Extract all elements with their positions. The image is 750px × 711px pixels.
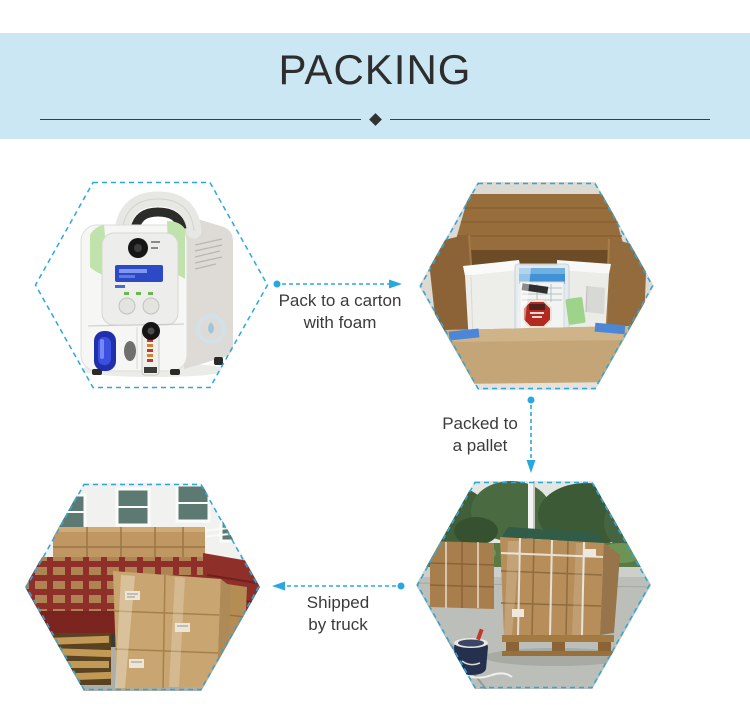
caption-line: with foam [303,313,377,332]
arrow-right-icon [273,279,402,289]
photo-carton-with-foam [419,182,654,390]
diamond-icon [368,113,382,126]
caption-line: Shipped [306,593,370,612]
photo-pallet-of-cartons [416,481,651,689]
caption-line: Packed to [442,414,518,433]
divider-line-right [389,119,710,120]
title-divider [40,113,710,126]
caption-line: by truck [308,615,368,634]
caption-packed-to-pallet: Packed to a pallet [428,413,532,457]
section-banner: PACKING [0,33,750,139]
arrow-down-icon [526,396,536,473]
caption-line: Pack to a carton [278,291,402,310]
packing-flow: Pack to a carton with foam Packed to a p… [0,139,750,711]
page-title: PACKING [278,46,472,93]
divider-line-left [40,119,361,120]
photo-truck-loading [25,483,260,691]
arrow-left-icon [272,581,405,591]
photo-oxygen-concentrator [34,181,269,389]
caption-line: a pallet [452,436,508,455]
caption-shipped-by-truck: Shipped by truck [278,592,398,636]
caption-pack-to-carton: Pack to a carton with foam [258,290,422,334]
